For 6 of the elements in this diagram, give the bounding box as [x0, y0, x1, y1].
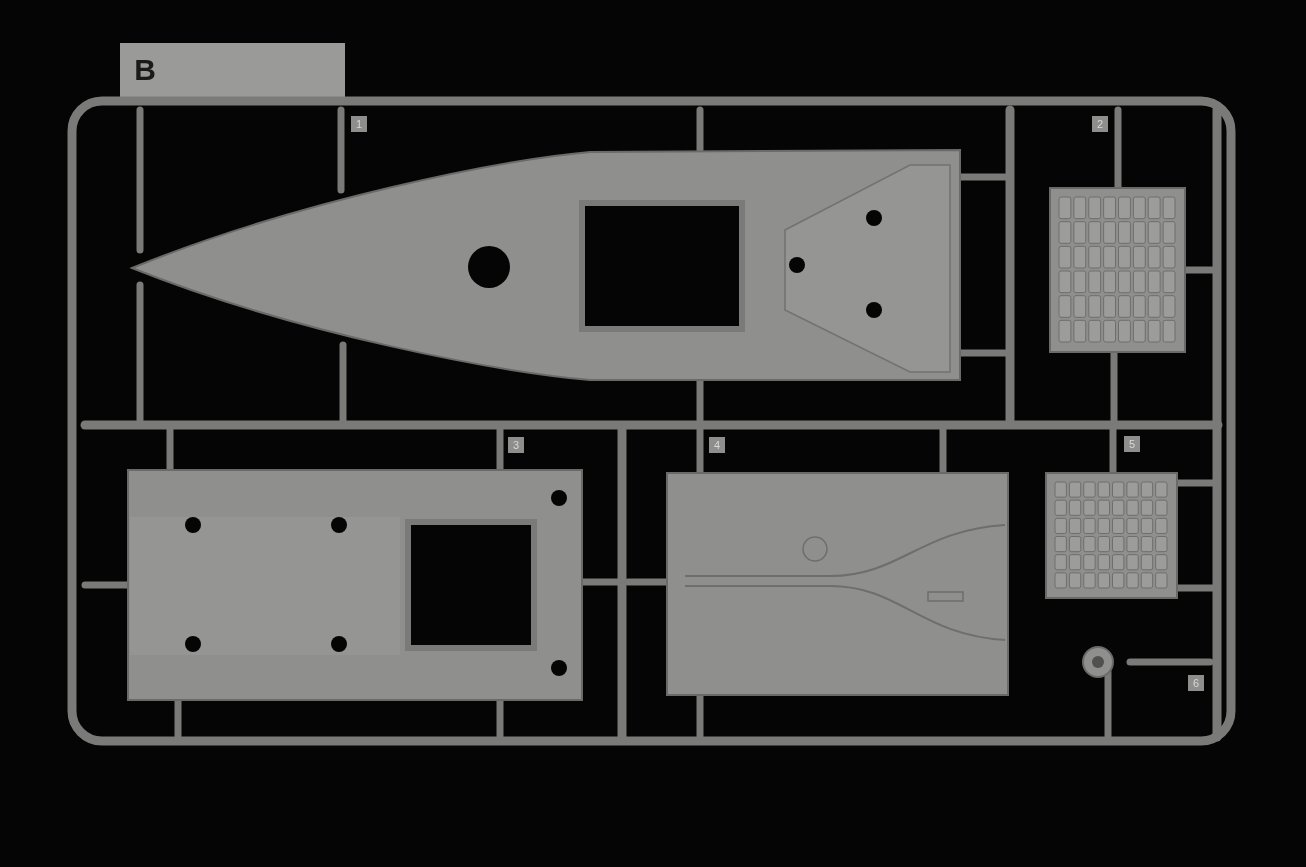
part-number: 2	[1092, 116, 1108, 132]
part-number: 6	[1188, 675, 1204, 691]
part-number: 3	[508, 437, 524, 453]
part-number: 1	[351, 116, 367, 132]
part-number: 5	[1124, 436, 1140, 452]
part-number: 4	[709, 437, 725, 453]
